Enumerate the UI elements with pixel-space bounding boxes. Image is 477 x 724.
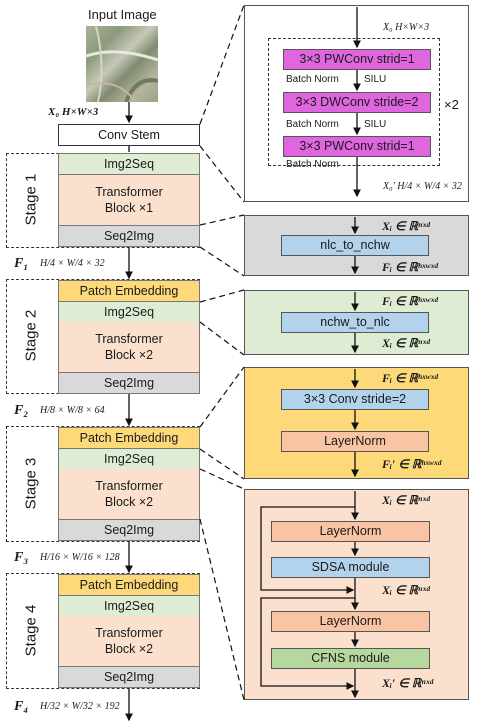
silu-2-label: SILU xyxy=(364,119,387,130)
zoom-stem-top xyxy=(199,4,245,125)
zoom-patch-top xyxy=(199,366,245,428)
transformer-layernorm-2-block: LayerNorm xyxy=(271,611,430,632)
sdsa-module-block: SDSA module xyxy=(271,557,430,578)
zoom-transformer-bottom xyxy=(199,518,245,701)
stage-3-transformer-block: Transformer Block ×2 xyxy=(58,469,200,519)
zoom-patch-bottom xyxy=(199,448,245,480)
f3-dims: H/16 × W/16 × 128 xyxy=(40,552,120,563)
dwconv-block: 3×3 DWConv stride=2 xyxy=(283,92,431,113)
f2-dims: H/8 × W/8 × 64 xyxy=(40,405,105,416)
stage-1-transformer-block: Transformer Block ×1 xyxy=(58,175,200,225)
bn-1-label: Batch Norm xyxy=(286,74,339,85)
seq2img-out-formula: Fᵢ ∈ ℝʰˣʷˣᵈ xyxy=(382,260,438,274)
seq2img-in-formula: Xᵢ ∈ ℝⁿˣᵈ xyxy=(382,219,430,233)
zoom-transformer-top xyxy=(199,468,245,490)
conv-stem-label: Conv Stem xyxy=(98,127,160,142)
zoom-seq2img-bottom xyxy=(199,246,245,277)
stem-repeat-frame xyxy=(268,38,440,166)
x0-dims-label: X₀ H×W×3 xyxy=(48,106,99,118)
pwconv-1-block: 3×3 PWConv strid=1 xyxy=(283,49,431,70)
conv-stem-block: Conv Stem xyxy=(58,124,200,146)
stage-2-transformer-block: Transformer Block ×2 xyxy=(58,322,200,372)
f2-label: F₂ xyxy=(14,403,29,418)
nchw-to-nlc-block: nchw_to_nlc xyxy=(281,312,429,333)
stem-bottom-dims: X₀′ H/4 × W/4 × 32 xyxy=(383,181,462,192)
transformer-mid-formula: Xᵢ ∈ ℝⁿˣᵈ xyxy=(382,583,430,597)
stage-4-seq2img: Seq2Img xyxy=(58,666,200,688)
patch-in-formula: Fᵢ ∈ ℝʰˣʷˣᵈ xyxy=(382,371,438,385)
stage-2-img2seq: Img2Seq xyxy=(58,302,200,322)
zoom-img2seq-bottom xyxy=(199,321,245,356)
bn-2-label: Batch Norm xyxy=(286,119,339,130)
stage-3-img2seq: Img2Seq xyxy=(58,449,200,469)
stage-4-img2seq: Img2Seq xyxy=(58,596,200,616)
stage-2-patch-embedding: Patch Embedding xyxy=(58,280,200,302)
zoom-stem-bottom xyxy=(199,145,245,203)
stage-2-seq2img: Seq2Img xyxy=(58,372,200,394)
input-image-label: Input Image xyxy=(88,7,157,22)
patch-layernorm-block: LayerNorm xyxy=(281,431,429,452)
conv-stride2-block: 3×3 Conv stride=2 xyxy=(281,389,429,410)
img2seq-out-formula: Xᵢ ∈ ℝⁿˣᵈ xyxy=(382,336,430,350)
stage-1-img2seq: Img2Seq xyxy=(58,153,200,175)
input-image-texture xyxy=(85,25,159,103)
residual-line-1 xyxy=(260,506,355,594)
transformer-layernorm-1-block: LayerNorm xyxy=(271,521,430,542)
stage-4-transformer-block: Transformer Block ×2 xyxy=(58,616,200,666)
f4-label: F₄ xyxy=(14,699,29,714)
transformer-out-formula: Xᵢ′ ∈ ℝⁿˣᵈ xyxy=(382,676,434,690)
patch-out-formula: Fᵢ′ ∈ ℝʰˣʷˣᵈ xyxy=(382,457,442,471)
cfns-module-block: CFNS module xyxy=(271,648,430,669)
transformer-in-formula: Xᵢ ∈ ℝⁿˣᵈ xyxy=(382,493,430,507)
zoom-img2seq-top xyxy=(199,289,245,303)
stem-top-dims: X₀ H×W×3 xyxy=(383,22,430,33)
f1-dims: H/4 × W/4 × 32 xyxy=(40,258,105,269)
residual-line-2 xyxy=(260,597,355,690)
input-image xyxy=(85,25,159,103)
img2seq-in-formula: Fᵢ ∈ ℝʰˣʷˣᵈ xyxy=(382,294,438,308)
f4-dims: H/32 × W/32 × 192 xyxy=(40,701,120,712)
nlc-to-nchw-block: nlc_to_nchw xyxy=(281,235,429,256)
zoom-seq2img-top xyxy=(199,214,245,226)
stage-3-patch-embedding: Patch Embedding xyxy=(58,427,200,449)
silu-1-label: SILU xyxy=(364,74,387,85)
bn-3-label: Batch Norm xyxy=(286,159,339,170)
stage-3-seq2img: Seq2Img xyxy=(58,519,200,541)
stage-4-patch-embedding: Patch Embedding xyxy=(58,574,200,596)
f1-label: F₁ xyxy=(14,256,29,271)
repeat-x2-label: ×2 xyxy=(444,97,459,112)
stage-1-seq2img: Seq2Img xyxy=(58,225,200,247)
f3-label: F₃ xyxy=(14,550,29,565)
pwconv-2-block: 3×3 PWConv strid=1 xyxy=(283,136,431,157)
